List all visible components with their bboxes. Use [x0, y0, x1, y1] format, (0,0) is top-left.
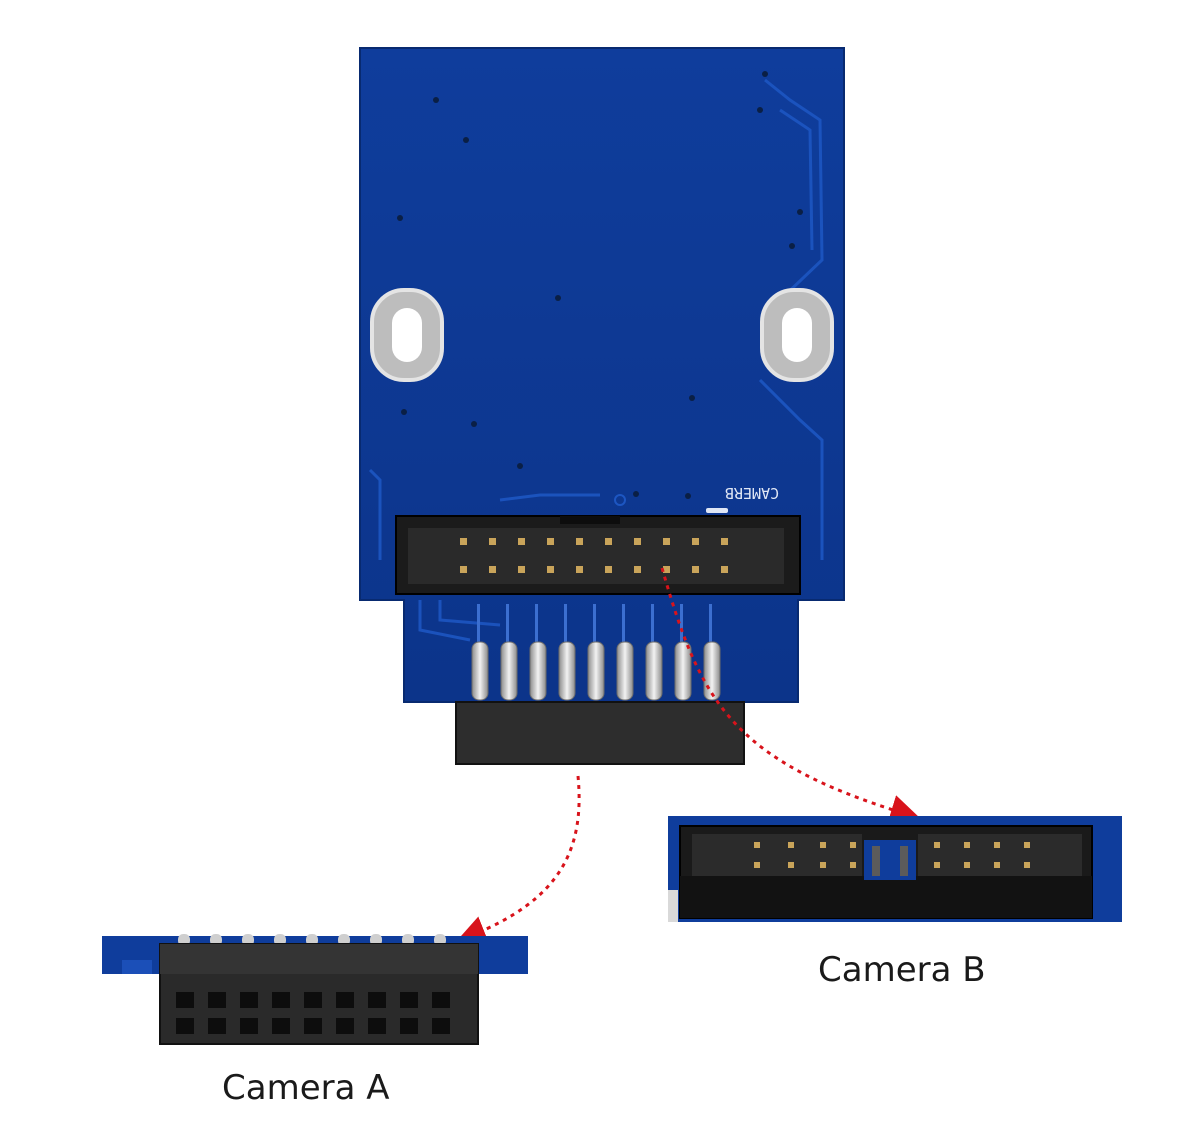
header-pin	[721, 538, 728, 545]
pin-lead	[645, 641, 663, 701]
closeup-socket	[400, 1018, 418, 1034]
pin-lead	[471, 641, 489, 701]
pin-trace	[506, 604, 509, 644]
header-pin	[721, 566, 728, 573]
silkscreen-mark	[706, 508, 728, 513]
header-pin	[692, 566, 699, 573]
pin-lead	[703, 641, 721, 701]
header-pin	[518, 538, 525, 545]
caption-camera-b: Camera B	[818, 950, 986, 990]
header-pin	[663, 538, 670, 545]
closeup-pin	[934, 862, 940, 868]
pin-trace	[477, 604, 480, 644]
header-pin	[634, 566, 641, 573]
pin-lead	[616, 641, 634, 701]
pin-lead	[674, 641, 692, 701]
closeup-socket	[176, 1018, 194, 1034]
mounting-hole-left	[370, 288, 444, 382]
silkscreen-label: CAMERB	[725, 484, 779, 502]
camera-a-header-body	[455, 701, 745, 765]
closeup-socket	[368, 1018, 386, 1034]
closeup-socket	[208, 1018, 226, 1034]
closeup-pin	[820, 862, 826, 868]
camera-a-closeup-sockets	[176, 992, 450, 1034]
pin-lead	[529, 641, 547, 701]
header-pin	[605, 566, 612, 573]
closeup-pin	[850, 842, 856, 848]
pcb-traces	[368, 78, 824, 642]
closeup-pin	[820, 842, 826, 848]
caption-camera-a: Camera A	[222, 1068, 390, 1108]
closeup-socket	[336, 1018, 354, 1034]
camera-b-closeup-pins	[754, 842, 1030, 868]
closeup-socket	[176, 992, 194, 1008]
pin-trace	[564, 604, 567, 644]
header-pin	[576, 538, 583, 545]
camera-adapter-board: CAMERB	[359, 47, 845, 765]
closeup-pin	[994, 842, 1000, 848]
pin-trace	[622, 604, 625, 644]
pin-lead	[558, 641, 576, 701]
pcb-substrate	[359, 47, 845, 703]
pcb-vias	[397, 71, 803, 506]
camera-b-closeup	[668, 816, 1122, 922]
pin-trace	[593, 604, 596, 644]
closeup-socket	[368, 992, 386, 1008]
header-pin	[460, 538, 467, 545]
header-pin	[605, 538, 612, 545]
header-pin	[663, 566, 670, 573]
closeup-socket	[432, 1018, 450, 1034]
header-pin	[692, 538, 699, 545]
pin-trace	[709, 604, 712, 644]
closeup-socket	[208, 992, 226, 1008]
header-pin	[489, 566, 496, 573]
header-pin	[460, 566, 467, 573]
mounting-hole-right	[760, 288, 834, 382]
closeup-socket	[336, 992, 354, 1008]
pin-trace	[680, 604, 683, 644]
closeup-socket	[240, 1018, 258, 1034]
header-pin	[634, 538, 641, 545]
header-pin	[547, 538, 554, 545]
closeup-socket	[272, 992, 290, 1008]
pin-lead	[587, 641, 605, 701]
closeup-socket	[304, 1018, 322, 1034]
camera-b-box-header	[395, 515, 801, 595]
closeup-pin	[1024, 862, 1030, 868]
arrow-to-camera-a	[456, 775, 581, 945]
closeup-pin	[788, 842, 794, 848]
closeup-pin	[788, 862, 794, 868]
closeup-pin	[754, 842, 760, 848]
closeup-pin	[964, 842, 970, 848]
header-pin	[547, 566, 554, 573]
closeup-pin	[934, 842, 940, 848]
closeup-pin	[850, 862, 856, 868]
camera-b-pin-grid	[460, 538, 728, 573]
closeup-pin	[964, 862, 970, 868]
pin-lead	[500, 641, 518, 701]
header-pin	[518, 566, 525, 573]
pin-trace	[651, 604, 654, 644]
closeup-socket	[272, 1018, 290, 1034]
header-pin	[576, 566, 583, 573]
closeup-pin	[994, 862, 1000, 868]
closeup-socket	[400, 992, 418, 1008]
camera-a-closeup	[102, 934, 528, 1045]
header-pin	[489, 538, 496, 545]
closeup-pin	[754, 862, 760, 868]
closeup-socket	[432, 992, 450, 1008]
closeup-socket	[304, 992, 322, 1008]
closeup-socket	[240, 992, 258, 1008]
closeup-pin	[1024, 842, 1030, 848]
pin-trace	[535, 604, 538, 644]
